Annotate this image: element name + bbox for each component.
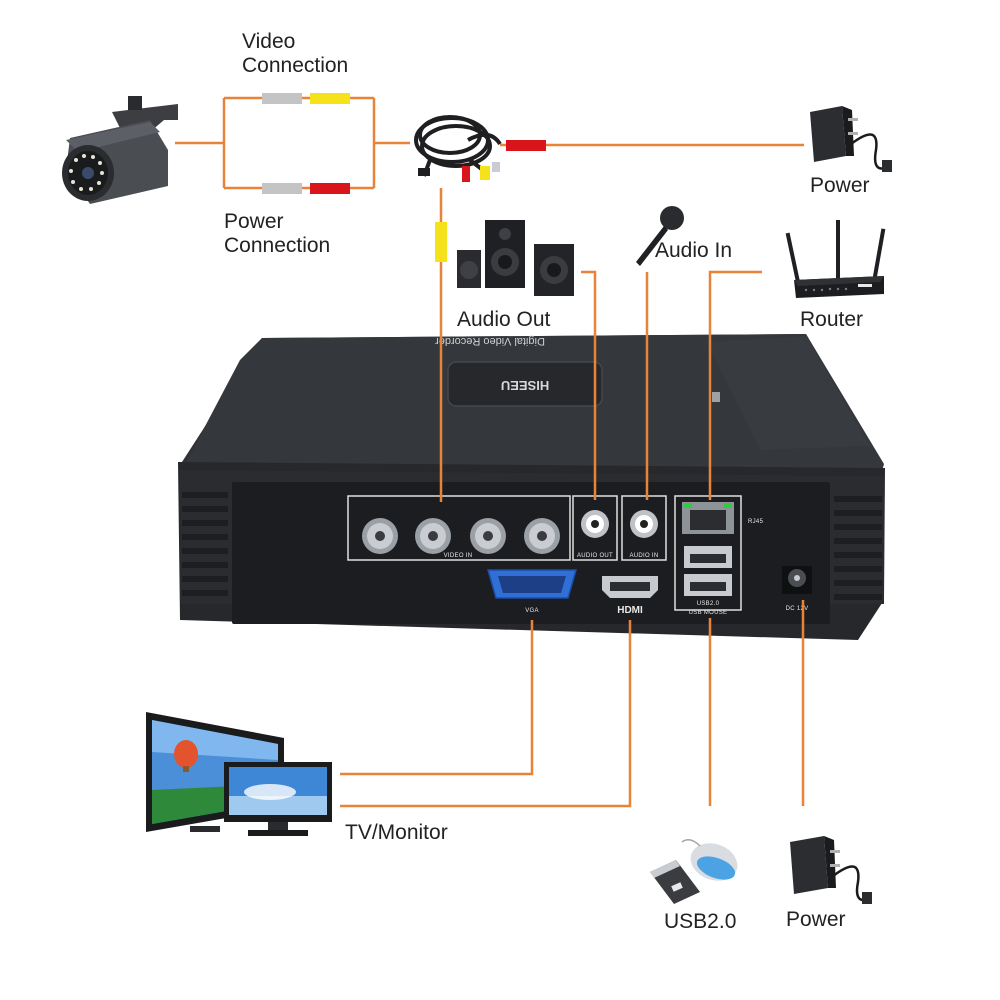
power-plug-grey [262,183,302,194]
bnc-connector [470,518,506,554]
audio-in-block [621,495,667,561]
connection-wires [175,96,805,808]
power-adapter-icon [790,836,872,904]
speakers-icon [457,220,574,296]
power-connection-label: Power Connection [224,210,331,257]
audio-in-label: AUDIO IN [629,553,658,559]
power-bottom-label: Power [786,908,846,931]
rj45-label: RJ45 [748,519,764,525]
bnc-connector [524,518,560,554]
vga-label: VGA [525,608,539,614]
audio-out-label: Audio Out [457,308,551,331]
audio-out-label: AUDIO OUT [577,553,613,559]
router-icon [785,220,886,298]
rear-panel: VIDEO IN AUDIO OUT AUDIO IN RJ45 USB2.0 … [347,495,812,616]
power-plug-red [310,183,350,194]
router-label: Router [800,308,864,331]
video-plug-yellow [310,93,350,104]
audio-in-label: Audio In [655,239,733,262]
logo-text: HISEEU [501,378,549,393]
cable-bundle-icon [414,115,502,177]
bnc-connector [362,518,398,554]
power-adapter-icon [810,106,892,172]
video-plug-yellow [435,222,447,262]
usb-label: USB2.0 [664,910,737,933]
tv-monitor-label: TV/Monitor [345,821,448,844]
tv-monitor-icon [146,712,332,836]
dc-label: DC 12V [786,606,809,612]
power-top-label: Power [810,174,870,197]
usb-devices-icon [650,839,738,904]
logo-badge [447,361,603,407]
video-plug-grey [262,93,302,104]
usb-mouse-label: USB MOUSE [689,610,728,616]
power-plug-red [506,140,546,151]
hdmi-label: HDMI [617,605,643,616]
video-in-block [347,495,571,561]
usb-label: USB2.0 [697,601,720,607]
device-top-text: Digital Video Recorder [435,335,545,347]
rj45-usb-block [674,495,742,611]
bnc-connector [415,518,451,554]
microphone-icon [636,206,684,266]
camera-icon [62,96,178,204]
cable-plugs-icon [418,162,500,182]
video-in-label: VIDEO IN [444,553,473,559]
video-connection-label: Video Connection [242,30,349,77]
